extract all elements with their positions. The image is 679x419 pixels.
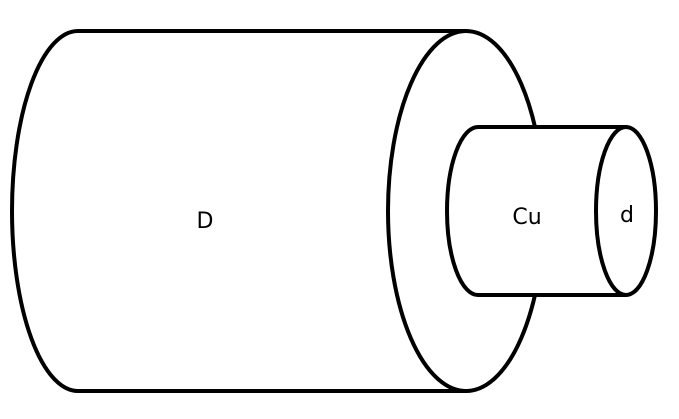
inner-cylinder-body: [445, 125, 628, 297]
outer-cylinder-label: D: [197, 209, 214, 234]
outer-cylinder-body: [10, 29, 468, 393]
inner-cylinder-label: Cu: [512, 205, 541, 230]
inner-cylinder: [445, 125, 658, 297]
outer-cylinder: [10, 29, 546, 393]
inner-end-label: d: [620, 203, 634, 228]
inner-cylinder-end-face: [594, 125, 658, 297]
